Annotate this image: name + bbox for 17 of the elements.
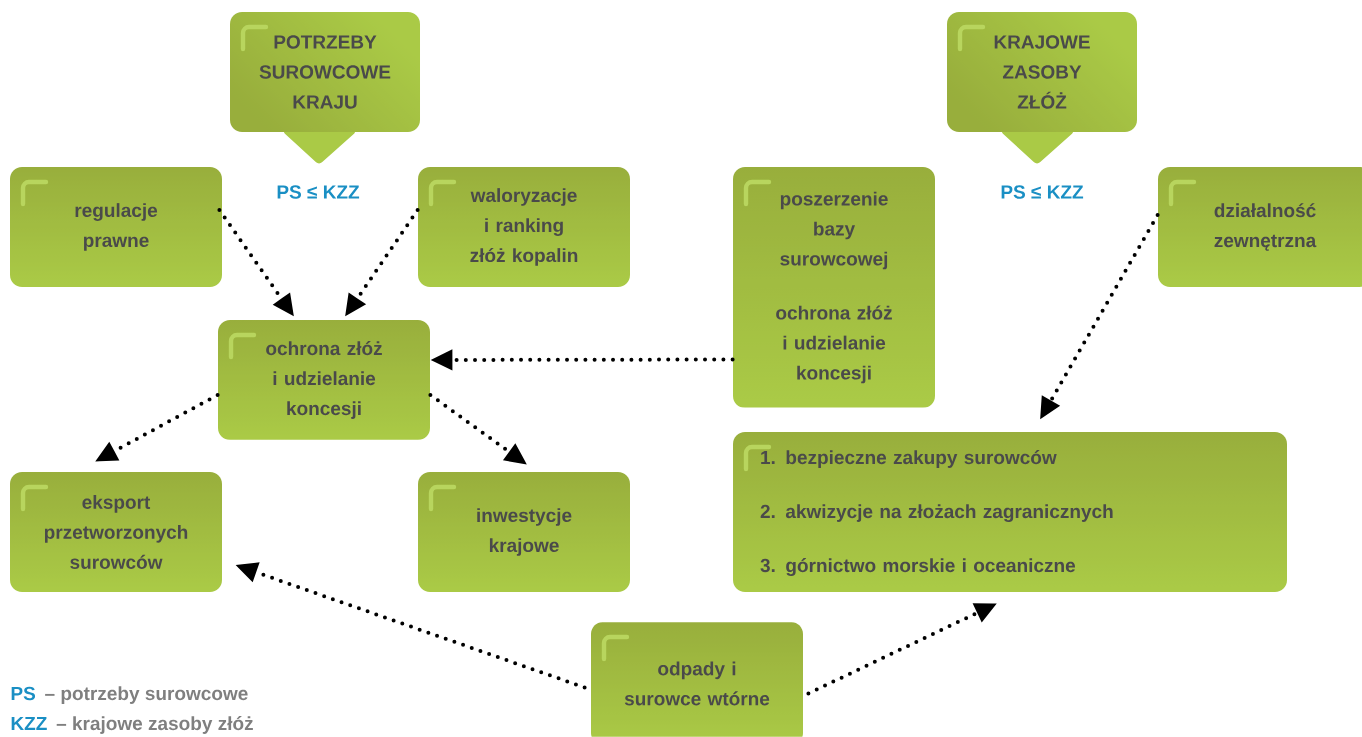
process-box: regulacje prawne [20,179,158,251]
list-box: 1. bezpieczne zakupy surowców 2. akwizycje na złożach zagranicznych 3. górnictwo morskie i oceaniczne [743,444,1113,576]
abbreviation: KZZ [11,716,47,730]
process-box: ochrona złóż i udzielanie koncesji [228,332,382,419]
callout-box: KRAJOWE ZASOBY ZŁÓŻ [947,12,1137,164]
abbreviation: PS [11,686,36,701]
process-box: działalność zewnętrzna [1168,179,1317,251]
process-box: waloryzacje i ranking złóż kopalin [428,179,578,266]
process-box: odpady i surowce wtórne [601,634,770,706]
callout-box: POTRZEBY SUROWCOWE KRAJU [230,12,420,164]
relation-label: PS ≤ KZZ [277,185,360,199]
abbreviation-definition: – krajowe zasoby złóż [56,716,253,734]
process-box: poszerzenie bazy surowcowej ochrona złóż i udzielanie koncesji [743,179,892,384]
process-box: eksport przetworzonych surowców [20,484,188,569]
relation-label: PS ≤ KZZ [1001,185,1084,199]
abbreviation-definition: – potrzeby surowcowe [45,686,248,704]
process-box: inwestycje krajowe [428,484,572,556]
